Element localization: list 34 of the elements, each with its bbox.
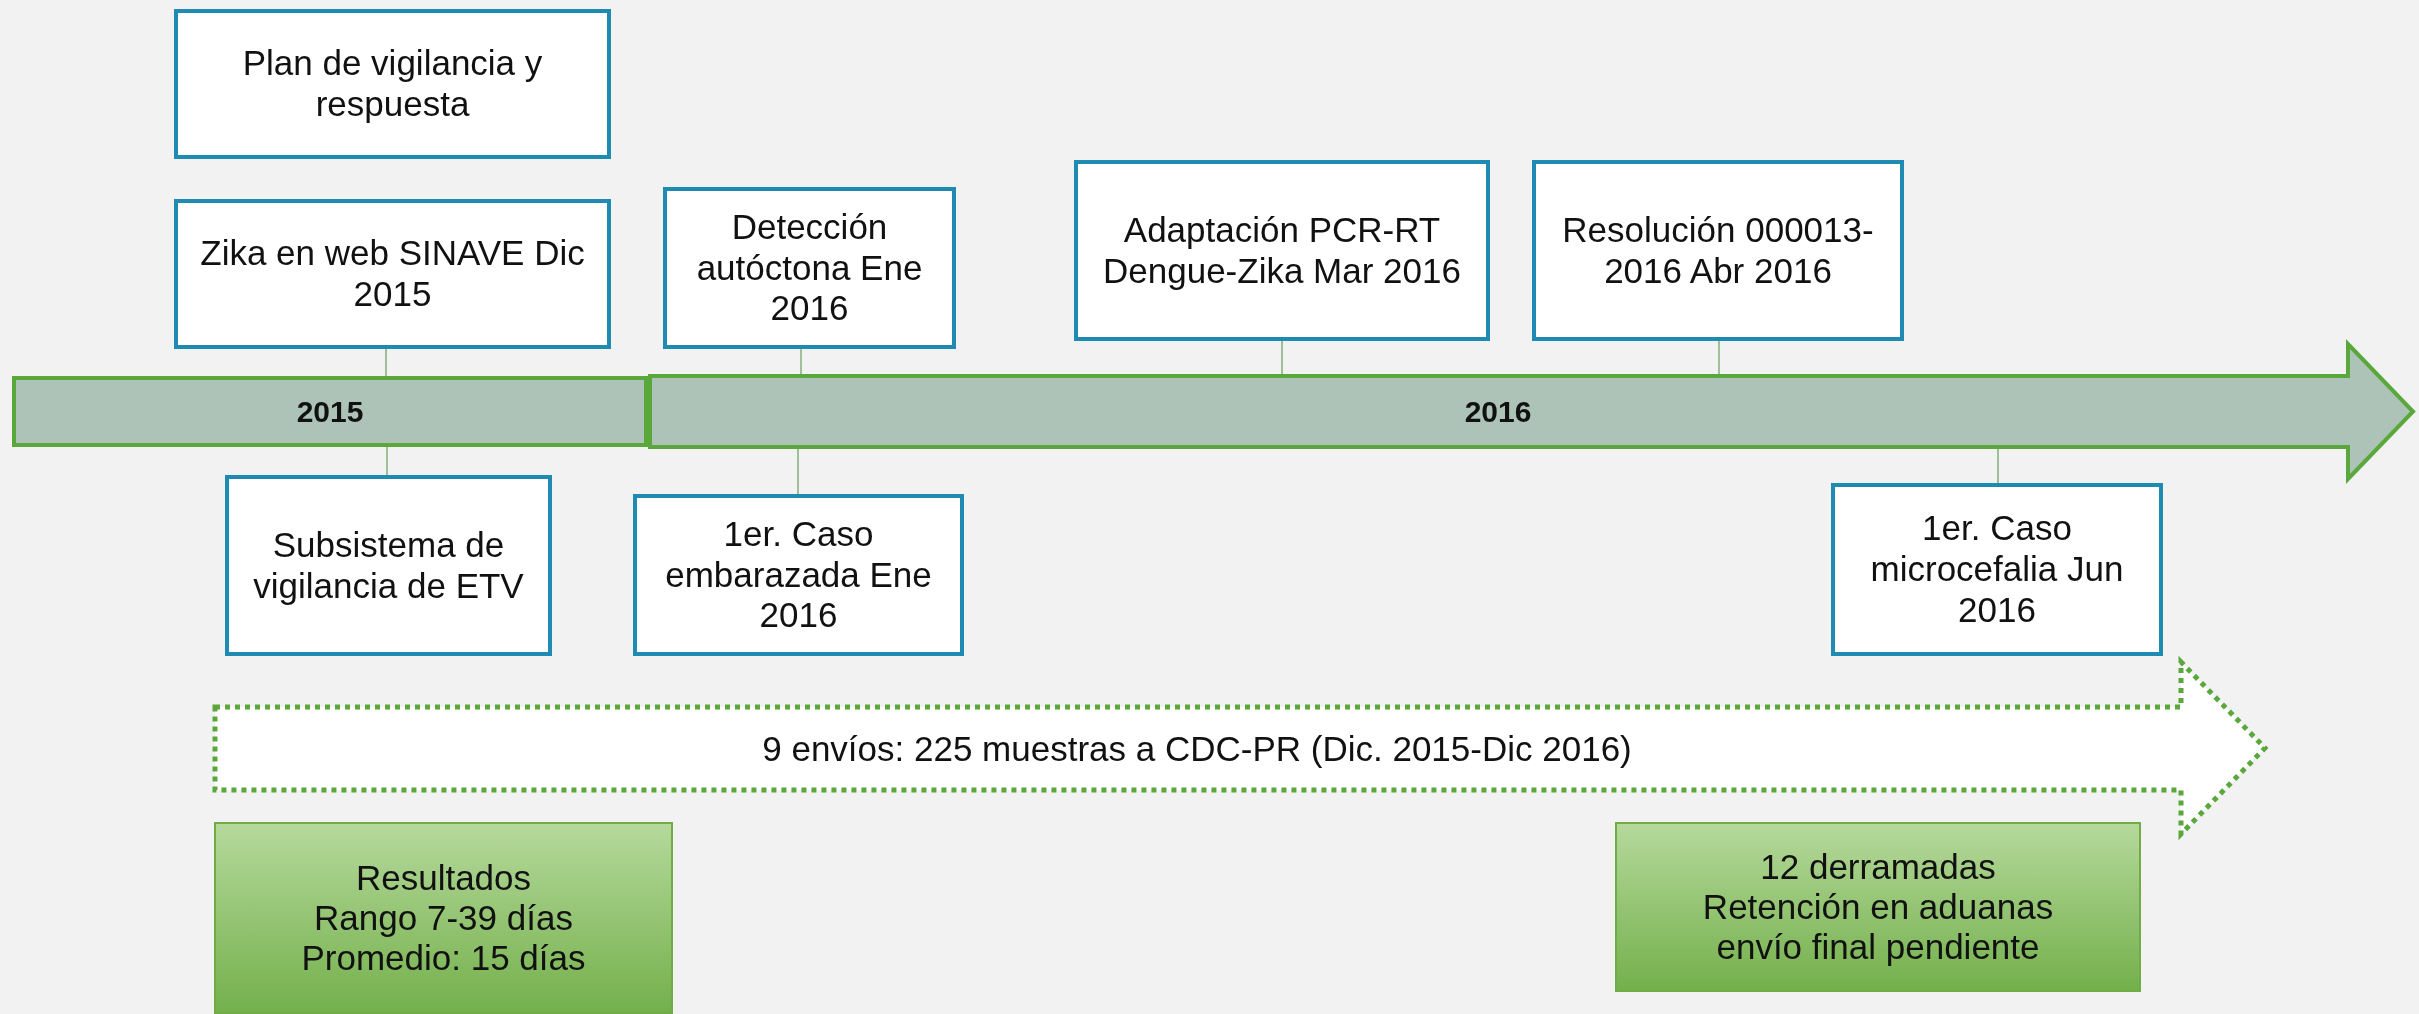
connector-line <box>800 348 802 377</box>
event-box <box>174 199 611 349</box>
event-box <box>225 475 552 656</box>
event-box <box>1074 160 1490 341</box>
connector-line <box>1718 340 1720 377</box>
connector-line <box>386 446 388 476</box>
box-text: Retención en aduanas <box>1702 886 2054 928</box>
box-text: envío final pendiente <box>1716 927 2040 968</box>
box-text: Resolución 000013-2016 Abr 2016 <box>1561 209 1875 292</box>
event-box <box>174 9 611 159</box>
year-label: 2016 <box>1463 393 1533 430</box>
box-text: Resultados <box>355 857 532 898</box>
box-text: Detección autóctona Ene 2016 <box>695 206 924 330</box>
event-box <box>663 187 956 349</box>
event-box <box>633 494 964 656</box>
connector-line <box>1281 340 1283 377</box>
event-box <box>1532 160 1904 341</box>
box-text: 12 derramadas <box>1760 846 1996 887</box>
timeline-bar <box>12 376 648 447</box>
event-box <box>1831 483 2163 656</box>
box-text: Adaptación PCR-RT Dengue-Zika Mar 2016 <box>1102 209 1462 292</box>
note-box <box>214 822 673 1014</box>
timeline-arrow <box>648 342 2416 481</box>
year-label: 2015 <box>295 393 365 430</box>
arrow-text: 9 envíos: 225 muestras a CDC-PR (Dic. 2015-Dic 2016) <box>761 727 1633 770</box>
box-text: Plan de vigilancia y respuesta <box>241 43 544 125</box>
box-text: 1er. Caso embarazada Ene 2016 <box>664 513 933 637</box>
box-text: Subsistema de vigilancia de ETV <box>252 524 525 607</box>
box-text: 1er. Caso microcefalia Jun 2016 <box>1869 508 2125 631</box>
note-box <box>1615 822 2141 992</box>
box-text: Rango 7-39 días <box>314 897 573 939</box>
box-text: Promedio: 15 días <box>301 938 586 979</box>
box-text: Zika en web SINAVE Dic 2015 <box>199 233 586 315</box>
connector-line <box>385 348 387 377</box>
